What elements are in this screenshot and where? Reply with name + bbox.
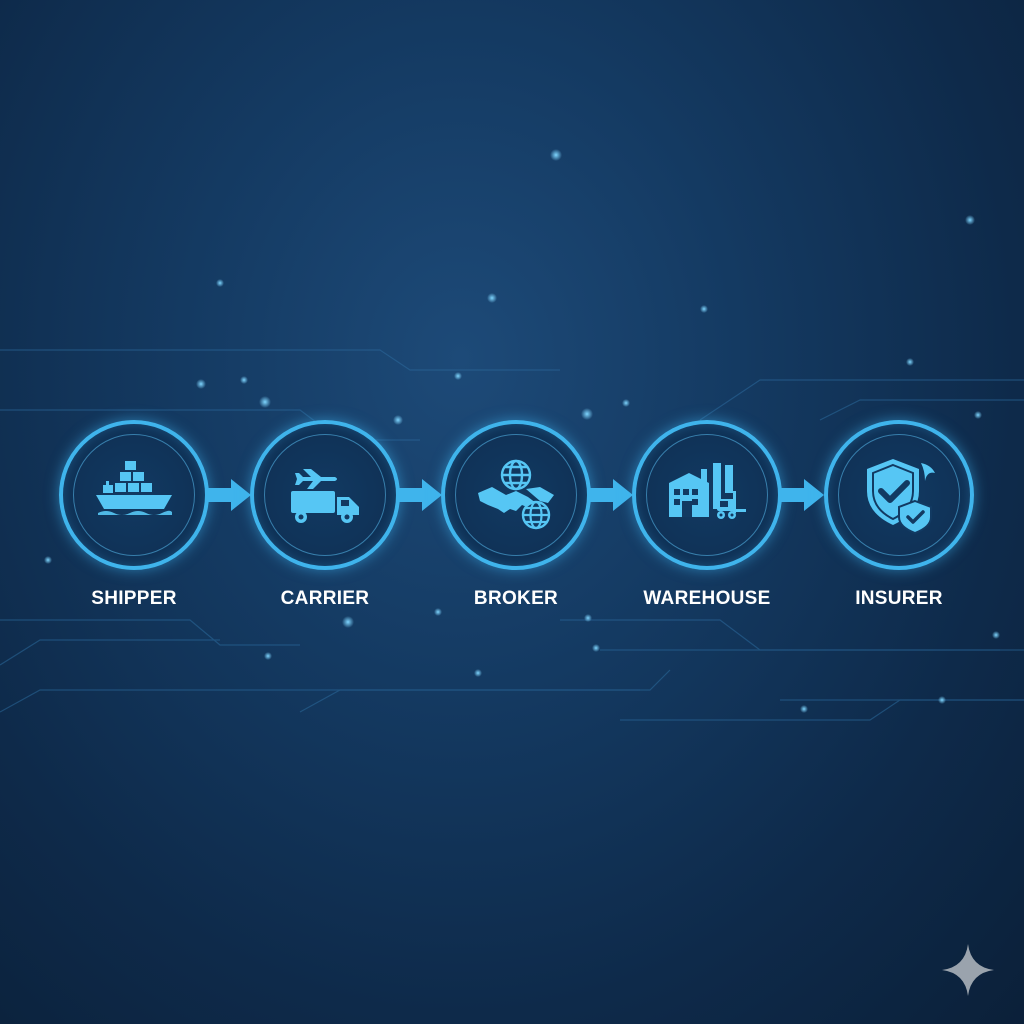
step-label-carrier: CARRIER (280, 588, 370, 609)
step-label-shipper: SHIPPER (91, 588, 177, 609)
warehouse-node (632, 420, 782, 570)
broker-node (441, 420, 591, 570)
carrier-node (250, 420, 400, 570)
handshake-globe-icon (478, 459, 554, 530)
arrow-right-icon (587, 479, 633, 511)
arrow-right-icon (205, 479, 251, 511)
insurer-node (824, 420, 974, 570)
step-label-warehouse: WAREHOUSE (643, 588, 771, 609)
step-label-broker: BROKER (473, 588, 559, 609)
truck-plane-icon (291, 469, 359, 523)
shipper-node (59, 420, 209, 570)
warehouse-forklift-icon (669, 463, 746, 519)
arrow-right-icon (778, 479, 824, 511)
cargo-ship-icon (96, 461, 172, 515)
shield-check-icon (867, 459, 935, 535)
arrow-right-icon (396, 479, 442, 511)
sparkle-icon (942, 944, 994, 996)
step-label-insurer: INSURER (855, 588, 943, 609)
